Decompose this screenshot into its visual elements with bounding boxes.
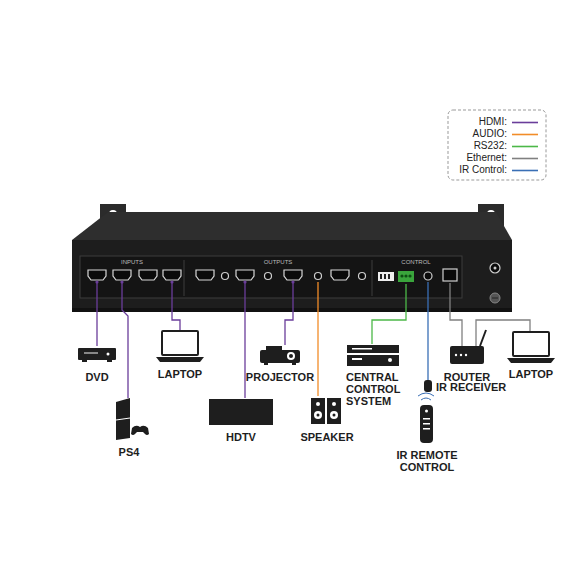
legend-swatch — [512, 146, 538, 148]
device-label: IR REMOTE CONTROL — [388, 449, 466, 473]
device-label: PROJECTOR — [246, 371, 314, 383]
device-label: PS4 — [119, 446, 140, 458]
legend-swatch — [512, 122, 538, 124]
legend-text: IR Control: — [459, 164, 507, 176]
legend-swatch — [512, 170, 538, 172]
device-label: SPEAKER — [300, 431, 353, 443]
legend-swatch — [512, 158, 538, 160]
device-label: LAPTOP — [158, 368, 202, 380]
legend-text: AUDIO: — [473, 128, 507, 140]
legend-text: RS232: — [474, 140, 507, 152]
device-label: LAPTOP — [509, 368, 553, 380]
device-label: DVD — [85, 371, 108, 383]
panel-label: CONTROL — [401, 259, 430, 266]
legend-swatch — [512, 134, 538, 136]
device-label: HDTV — [226, 431, 256, 443]
panel-label: INPUTS — [121, 259, 143, 266]
device-label: ROUTER — [444, 371, 490, 383]
legend-text: Ethernet: — [466, 152, 507, 164]
device-label: CENTRAL CONTROL SYSTEM — [346, 371, 408, 407]
legend-text: HDMI: — [479, 116, 507, 128]
panel-label: OUTPUTS — [264, 259, 293, 266]
